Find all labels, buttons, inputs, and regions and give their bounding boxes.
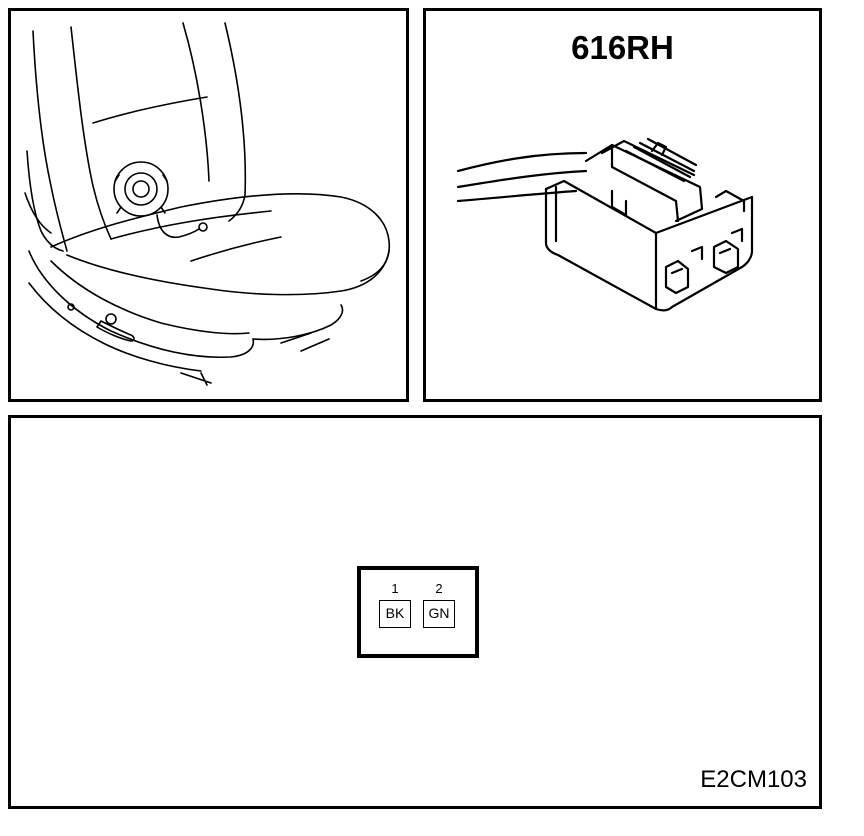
pin-wire-color: GN <box>423 600 455 628</box>
car-seat-location-icon <box>24 22 391 386</box>
connector-panel: 616RH <box>423 8 822 402</box>
seat-location-panel <box>8 8 409 402</box>
pin-wire-color: BK <box>379 600 411 628</box>
pin-number: 2 <box>435 581 443 596</box>
two-pin-connector-icon <box>456 137 754 312</box>
pin-number: 1 <box>391 581 399 596</box>
figure-id: E2CM103 <box>700 766 807 793</box>
connector-code: 616RH <box>571 29 674 66</box>
pinout-panel: 1 BK 2 GN E2CM103 <box>8 415 822 809</box>
connector-face: 1 BK 2 GN <box>357 566 479 658</box>
